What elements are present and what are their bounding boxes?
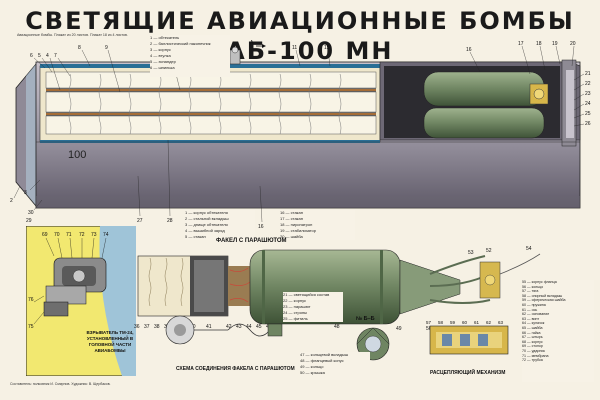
svg-text:54: 54 bbox=[526, 246, 532, 252]
svg-text:20: 20 bbox=[570, 41, 576, 47]
svg-text:45: 45 bbox=[256, 324, 262, 330]
svg-text:5: 5 bbox=[38, 53, 41, 59]
svg-text:70: 70 bbox=[54, 232, 60, 238]
svg-text:9: 9 bbox=[105, 45, 108, 51]
svg-text:16: 16 bbox=[466, 47, 472, 53]
body-marking: 100 bbox=[68, 149, 86, 161]
svg-text:29: 29 bbox=[26, 218, 32, 224]
svg-text:48: 48 bbox=[334, 324, 340, 330]
svg-text:42: 42 bbox=[226, 324, 232, 330]
svg-text:73: 73 bbox=[91, 232, 97, 238]
svg-text:52: 52 bbox=[486, 248, 492, 254]
svg-text:63: 63 bbox=[498, 320, 504, 325]
svg-text:8: 8 bbox=[78, 45, 81, 51]
svg-text:53: 53 bbox=[468, 250, 474, 256]
svg-text:57: 57 bbox=[426, 320, 432, 325]
arrow-a-label: А bbox=[250, 40, 254, 46]
fuze-inset: 69 70 71 72 73 74 76 75 bbox=[26, 226, 136, 376]
author-caption: Составитель: полковник И. Смирнов. Худож… bbox=[10, 382, 111, 386]
release-mechanism-title: РАСЦЕПЛЯЮЩИЙ МЕХАНИЗМ bbox=[430, 370, 506, 376]
svg-text:44: 44 bbox=[246, 324, 252, 330]
torch-section-title: ФАКЕЛ С ПАРАШЮТОМ bbox=[216, 238, 287, 244]
svg-text:23: 23 bbox=[585, 91, 591, 97]
svg-text:22: 22 bbox=[585, 81, 591, 87]
fuze-caption: ВЗРЫВАТЕЛЬ ТМ-24, УСТАНОВЛЕННЫЙ В ГОЛОВН… bbox=[86, 330, 134, 353]
svg-text:69: 69 bbox=[42, 232, 48, 238]
svg-text:19: 19 bbox=[552, 41, 558, 47]
page-title: СВЕТЯЩИЕ АВИАЦИОННЫЕ БОМБЫ САБ-100 МН bbox=[25, 7, 575, 65]
svg-text:11: 11 bbox=[292, 45, 297, 51]
svg-text:41: 41 bbox=[206, 324, 212, 330]
subtitle: Авиационные бомбы. Плакат из 20 листов. … bbox=[17, 33, 128, 37]
connection-scheme bbox=[165, 315, 283, 345]
svg-text:25: 25 bbox=[585, 111, 591, 117]
svg-text:3: 3 bbox=[24, 190, 27, 196]
svg-text:26: 26 bbox=[585, 121, 591, 127]
connection-scheme-title: СХЕМА СОЕДИНЕНИЯ ФАКЕЛА С ПАРАШЮТОМ bbox=[176, 366, 295, 372]
svg-text:18: 18 bbox=[536, 41, 542, 47]
svg-text:72: 72 bbox=[79, 232, 85, 238]
svg-text:24: 24 bbox=[585, 101, 591, 107]
svg-text:76: 76 bbox=[28, 297, 34, 303]
svg-text:15: 15 bbox=[324, 45, 330, 51]
svg-text:60: 60 bbox=[462, 320, 468, 325]
svg-text:6: 6 bbox=[30, 53, 33, 59]
svg-text:27: 27 bbox=[137, 218, 143, 224]
svg-text:74: 74 bbox=[103, 232, 109, 238]
svg-text:4: 4 bbox=[46, 53, 49, 59]
svg-text:61: 61 bbox=[474, 320, 480, 325]
section-b-title: № Б–Б bbox=[356, 316, 375, 322]
release-mechanism: 57 58 59 60 61 62 63 bbox=[426, 320, 509, 355]
svg-text:16: 16 bbox=[258, 224, 264, 230]
svg-text:28: 28 bbox=[167, 218, 173, 224]
green-canister-top bbox=[423, 71, 545, 107]
svg-text:7: 7 bbox=[54, 53, 57, 59]
svg-text:75: 75 bbox=[28, 324, 34, 330]
svg-text:50: 50 bbox=[426, 326, 432, 332]
svg-text:62: 62 bbox=[486, 320, 492, 325]
svg-text:58: 58 bbox=[438, 320, 444, 325]
svg-text:49: 49 bbox=[396, 326, 402, 332]
svg-text:30: 30 bbox=[28, 210, 34, 216]
green-canister-bottom bbox=[423, 107, 545, 139]
svg-text:2: 2 bbox=[10, 198, 13, 204]
svg-text:17: 17 bbox=[518, 41, 524, 47]
svg-text:59: 59 bbox=[450, 320, 456, 325]
svg-text:43: 43 bbox=[236, 324, 242, 330]
svg-text:21: 21 bbox=[585, 71, 591, 77]
svg-text:38: 38 bbox=[154, 324, 160, 330]
svg-text:37: 37 bbox=[144, 324, 150, 330]
svg-text:36: 36 bbox=[134, 324, 140, 330]
svg-text:71: 71 bbox=[66, 232, 72, 238]
